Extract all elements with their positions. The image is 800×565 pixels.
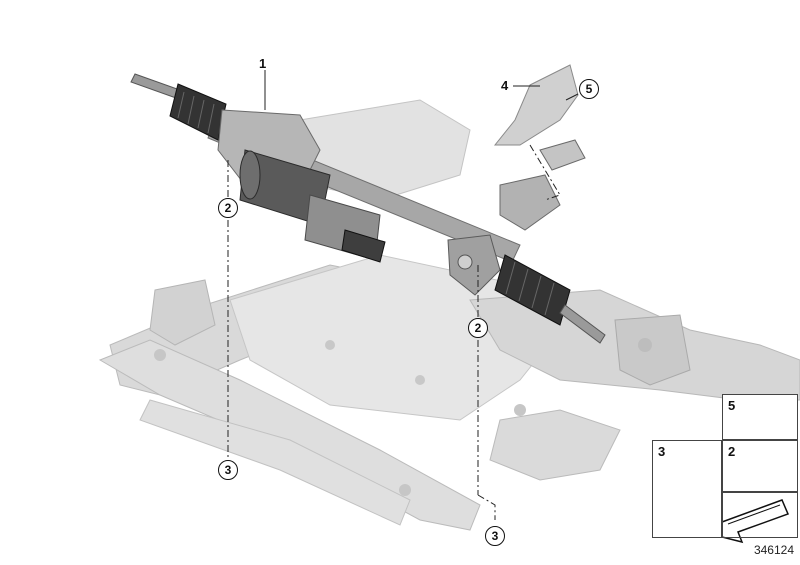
steering-gear <box>130 73 606 344</box>
part-label-4: 4 <box>501 78 509 93</box>
legend-number-3: 3 <box>658 444 666 459</box>
callout-3-left: 3 <box>218 460 238 480</box>
legend-cell-3: 3 <box>652 440 722 538</box>
heat-shield <box>493 64 579 146</box>
legend-cell-2: 2 <box>722 440 798 492</box>
legend-cell-arrow <box>722 492 798 538</box>
callout-2-left: 2 <box>218 198 238 218</box>
callout-3-right: 3 <box>485 526 505 546</box>
part-label-1: 1 <box>259 56 267 71</box>
callout-5: 5 <box>579 79 599 99</box>
diagram-code: 346124 <box>753 543 794 557</box>
legend-cell-5: 5 <box>722 394 798 440</box>
callout-2-right: 2 <box>468 318 488 338</box>
legend-number-5: 5 <box>728 398 736 413</box>
legend-number-2: 2 <box>728 444 736 459</box>
